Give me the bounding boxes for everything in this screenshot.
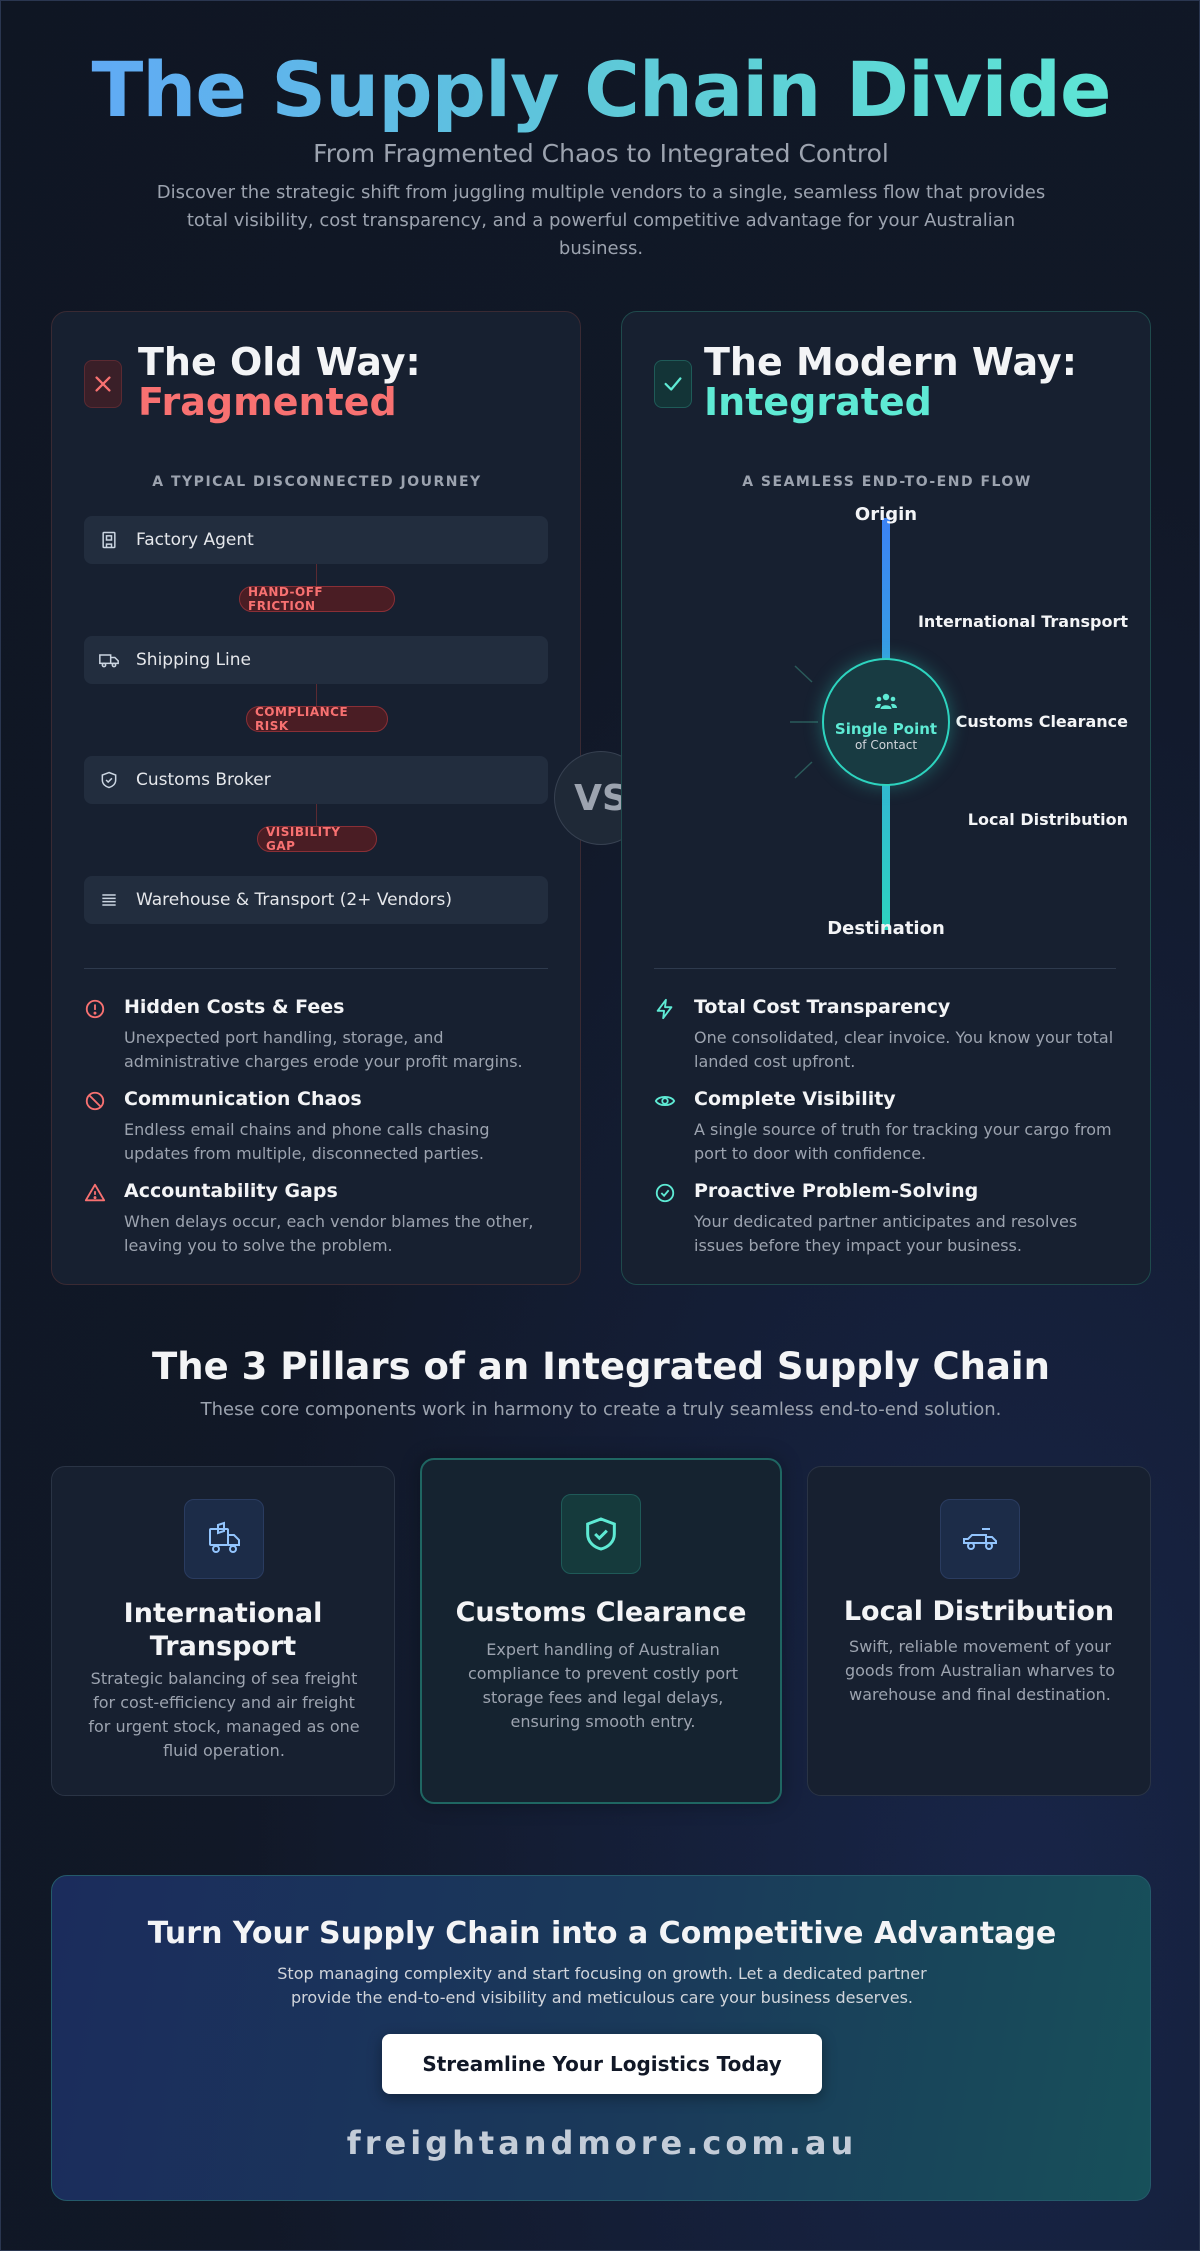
shield-check-icon	[561, 1494, 641, 1574]
check-icon	[654, 360, 692, 408]
intro-text: Discover the strategic shift from juggli…	[156, 182, 1046, 259]
warning-triangle-icon	[84, 1182, 108, 1206]
building-icon	[98, 529, 120, 551]
pillar-card: Local Distribution Swift, reliable movem…	[807, 1466, 1151, 1796]
friction-badge: VISIBILITY GAP	[257, 825, 377, 853]
check-circle-icon	[654, 1182, 678, 1206]
cta-title: Turn Your Supply Chain into a Competitiv…	[147, 1916, 1057, 1951]
alert-circle-icon	[84, 998, 108, 1022]
section-divider	[654, 968, 1116, 969]
old-way-title: The Old Way: Fragmented	[138, 340, 421, 424]
page-title: The Supply Chain Divide	[1, 45, 1200, 134]
cta-desc: Stop managing complexity and start focus…	[277, 1964, 927, 2007]
pillar-desc: Strategic balancing of sea freight for c…	[88, 1669, 360, 1760]
modern-way-panel: The Modern Way: Integrated A SEAMLESS EN…	[621, 311, 1151, 1285]
pillar-title: Local Distribution	[843, 1596, 1115, 1627]
truck-icon	[940, 1499, 1020, 1579]
users-icon	[874, 692, 898, 716]
flow-diagram	[790, 518, 890, 930]
streamline-logistics-button[interactable]: Streamline Your Logistics Today	[382, 2034, 822, 2094]
truck-icon	[98, 649, 120, 671]
section-divider	[84, 968, 548, 969]
journey-step: Shipping Line	[84, 636, 548, 684]
website-link[interactable]: freightandmore.com.au	[346, 2124, 858, 2162]
friction-badge: HAND-OFF FRICTION	[239, 585, 395, 613]
flow-stage: Local Distribution	[967, 810, 1128, 829]
pillar-desc: Expert handling of Australian compliance…	[467, 1640, 739, 1731]
journey-step: Factory Agent	[84, 516, 548, 564]
cta-section: Turn Your Supply Chain into a Competitiv…	[51, 1875, 1151, 2201]
friction-badge: COMPLIANCE RISK	[246, 705, 388, 733]
pillars-subtitle: These core components work in harmony to…	[200, 1399, 1002, 1420]
flow-origin: Origin	[854, 504, 918, 525]
list-icon	[98, 889, 120, 911]
transport-icon	[184, 1499, 264, 1579]
pillar-desc: Swift, reliable movement of your goods f…	[844, 1637, 1116, 1704]
flow-stage: International Transport	[917, 612, 1128, 631]
page-subtitle: From Fragmented Chaos to Integrated Cont…	[313, 139, 889, 168]
pillar-title: Customs Clearance	[455, 1597, 747, 1628]
shield-check-icon	[98, 769, 120, 791]
modern-journey-label: A SEAMLESS END-TO-END FLOW	[742, 474, 1032, 490]
lightning-icon	[654, 998, 678, 1022]
modern-way-title: The Modern Way: Integrated	[704, 340, 1077, 424]
flow-stage: Customs Clearance	[955, 712, 1128, 731]
eye-icon	[654, 1090, 678, 1114]
flow-destination: Destination	[827, 918, 945, 939]
single-point-hub: Single Point of Contact	[822, 658, 950, 786]
journey-step: Customs Broker	[84, 756, 548, 804]
pillar-card: International Transport Strategic balanc…	[51, 1466, 395, 1796]
old-journey-label: A TYPICAL DISCONNECTED JOURNEY	[152, 474, 482, 490]
old-way-panel: The Old Way: Fragmented A TYPICAL DISCON…	[51, 311, 581, 1285]
journey-step: Warehouse & Transport (2+ Vendors)	[84, 876, 548, 924]
ban-icon	[84, 1090, 108, 1114]
pillars-title: The 3 Pillars of an Integrated Supply Ch…	[152, 1345, 1050, 1388]
pillar-card-featured: Customs Clearance Expert handling of Aus…	[420, 1458, 782, 1804]
x-icon	[84, 360, 122, 408]
pillar-title: International Transport	[123, 1598, 323, 1662]
